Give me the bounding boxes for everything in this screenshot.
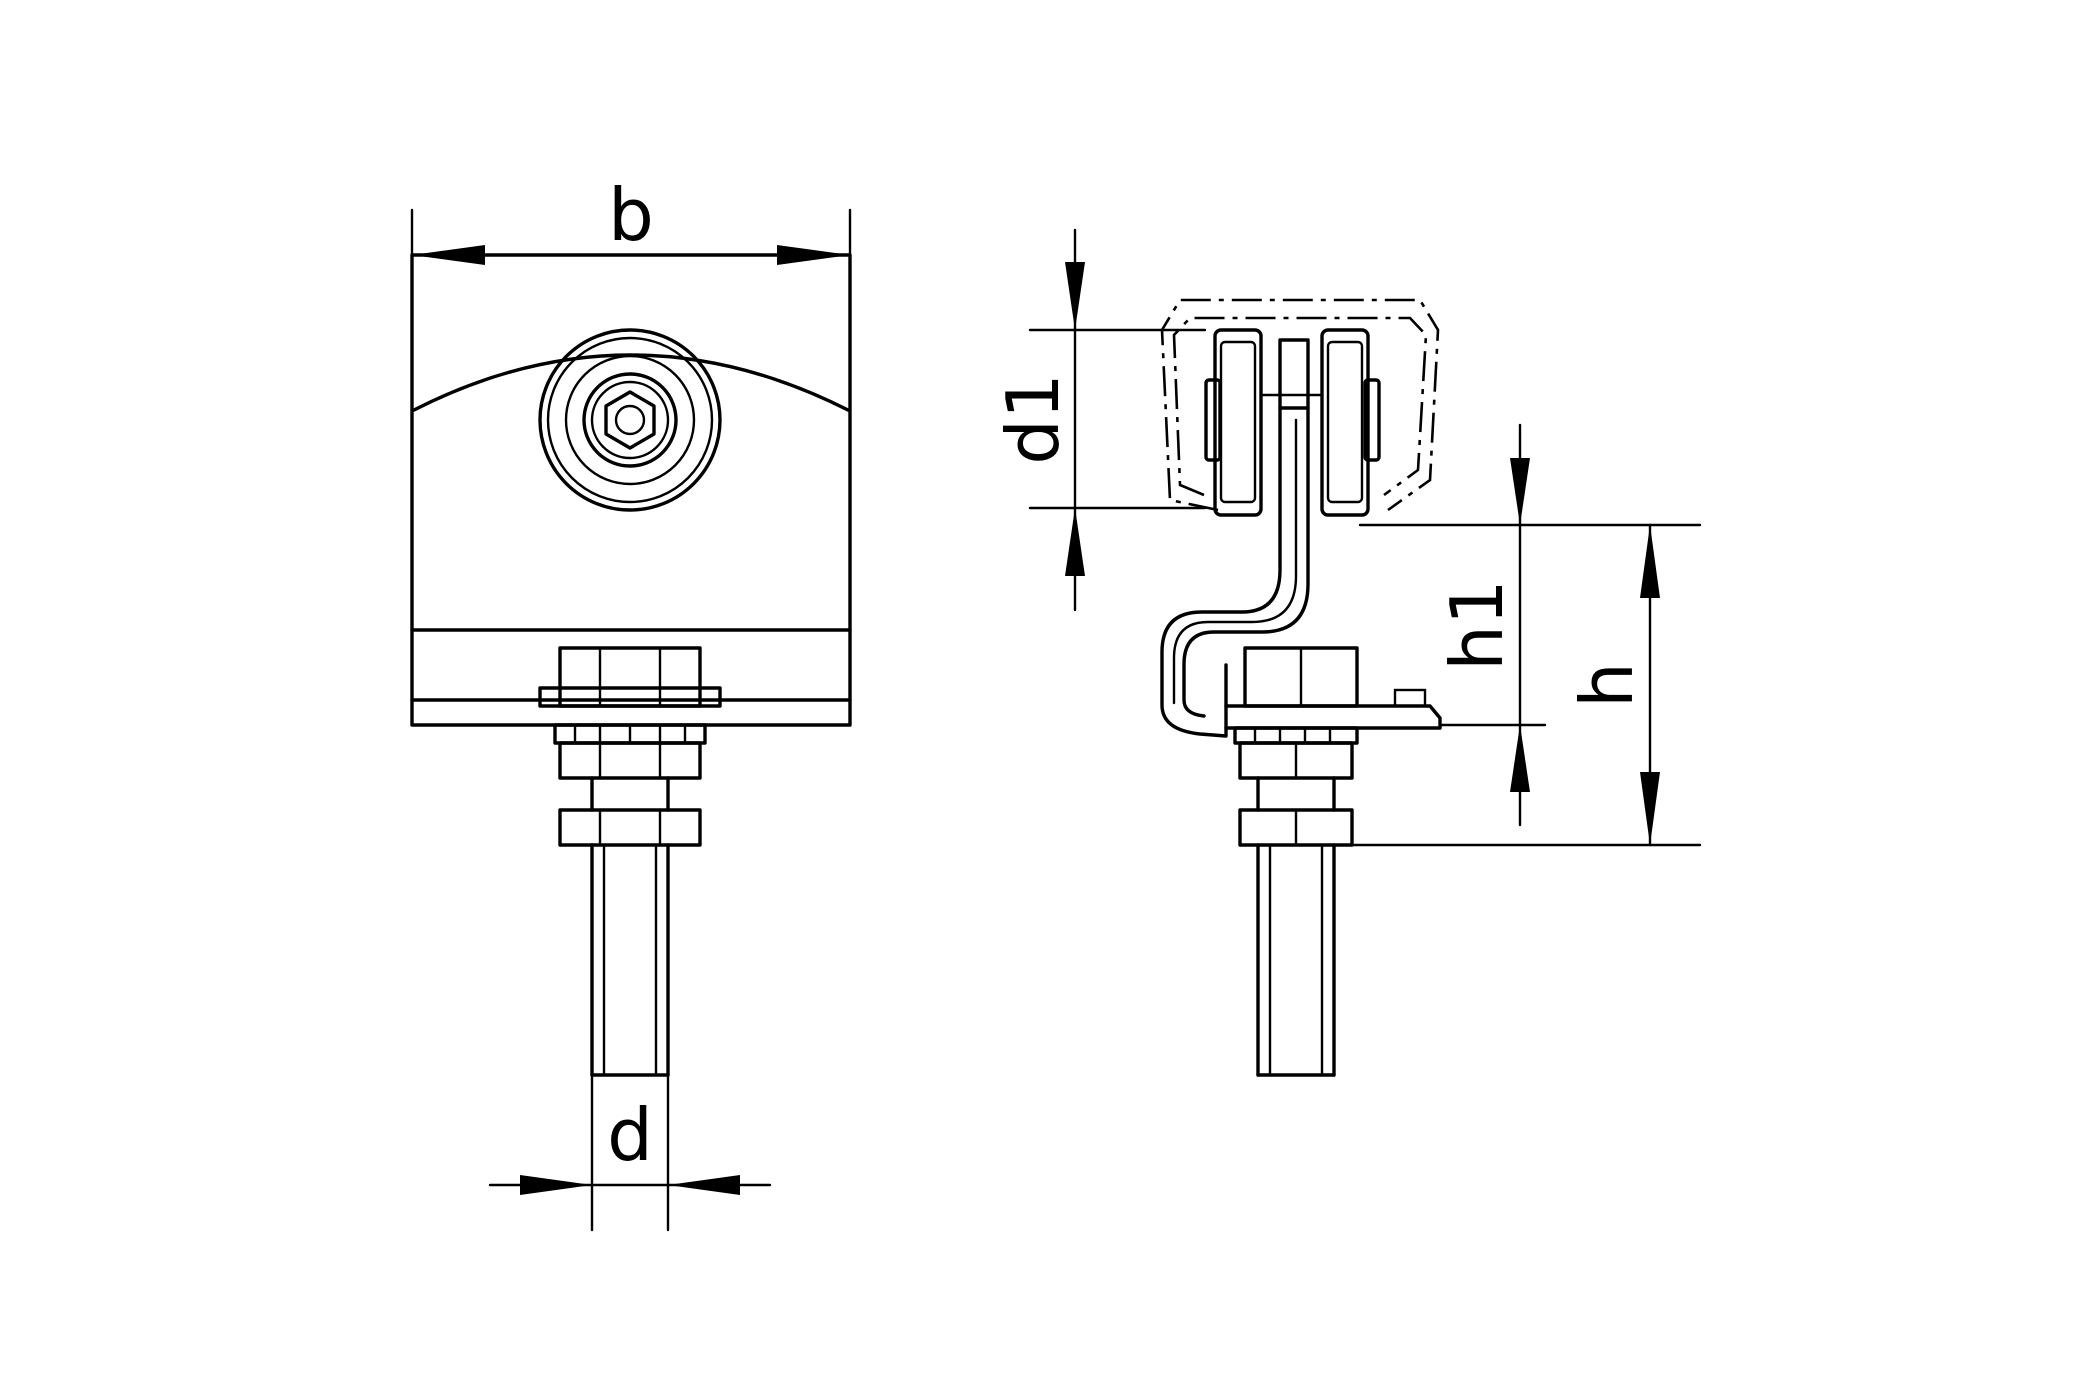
hex-socket	[604, 390, 656, 450]
top-nut-front	[538, 646, 722, 708]
threaded-rod-side	[1256, 776, 1336, 1077]
label-d1: d1	[991, 373, 1075, 465]
side-view: d1 h1 h	[991, 228, 1702, 1077]
wheel-left-side	[1204, 328, 1263, 517]
dimension-d: d	[488, 1073, 772, 1232]
front-view: b d	[410, 173, 852, 1232]
dimension-h: h	[1350, 523, 1702, 847]
dimension-h1: h1	[1358, 423, 1702, 827]
housing-body	[410, 253, 852, 727]
top-nut-side	[1224, 646, 1442, 730]
label-h1: h1	[1435, 579, 1519, 670]
nut-stack-front	[553, 723, 707, 847]
rail-profile-outer	[1160, 298, 1440, 512]
nut-stack-side	[1233, 726, 1359, 847]
rail-profile-inner	[1172, 316, 1428, 497]
hanger-bracket	[1160, 406, 1282, 738]
wheel-right-side	[1320, 328, 1381, 517]
dimension-d1: d1	[991, 228, 1207, 612]
label-h: h	[1565, 662, 1649, 708]
label-b: b	[608, 173, 654, 257]
axle-block	[1278, 338, 1310, 410]
threaded-rod-front	[590, 776, 670, 1077]
dimension-b: b	[410, 173, 852, 265]
wheel-front	[538, 328, 722, 512]
label-d: d	[607, 1093, 653, 1177]
